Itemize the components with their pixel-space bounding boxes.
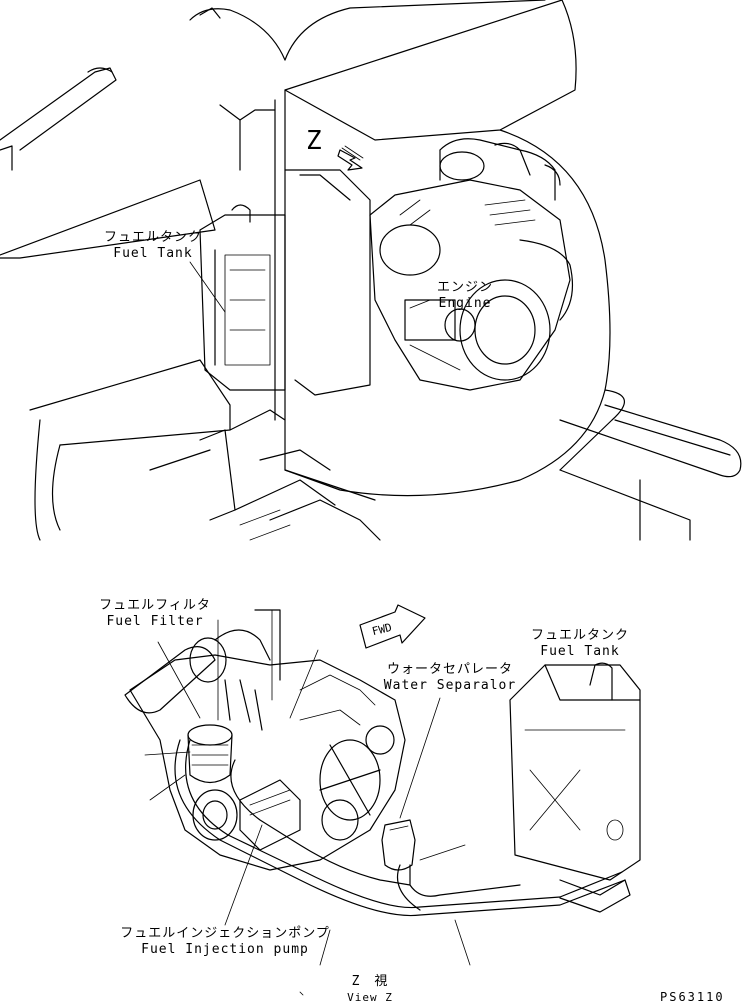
- leader-line-i: [299, 991, 304, 996]
- bottom-assembly-illustration: [124, 609, 641, 917]
- view-caption-en: View Z: [347, 991, 393, 1004]
- leader-water-separator: [399, 697, 441, 819]
- view-caption-jp: Z 視: [351, 974, 389, 989]
- leader-engine: [409, 299, 431, 309]
- leader-injection-pump: [224, 824, 263, 926]
- injection-pump-label-en: Fuel Injection pump: [141, 942, 309, 957]
- fuel-tank-top-label-jp: フュエルタンク: [103, 230, 202, 245]
- fwd-arrow-shape: [359, 604, 426, 649]
- water-separator-label-en: Water Separalor: [383, 678, 517, 693]
- leader-line-h: [319, 929, 331, 966]
- drawing-code: PS63110: [660, 990, 725, 1004]
- fuel-filter-label-jp: フュエルフィルタ: [99, 598, 211, 613]
- engine-label-en: Engine: [438, 296, 492, 311]
- leader-line-e: [149, 774, 186, 801]
- fuel-tank-bottom-label-jp: フュエルタンク: [530, 628, 629, 643]
- fuel-filter-label-en: Fuel Filter: [106, 614, 204, 629]
- z-marker-label: Z: [306, 126, 322, 156]
- fuel-tank-top-label-en: Fuel Tank: [113, 246, 193, 261]
- injection-pump-label-jp: フュエルインジェクションポンプ: [120, 926, 330, 941]
- leader-fuel-tank-top: [189, 261, 226, 313]
- leader-line-f: [419, 844, 466, 861]
- water-separator-label-jp: ウォータセパレータ: [386, 662, 513, 677]
- leader-line-g: [454, 919, 471, 966]
- top-assembly-illustration: [0, 0, 742, 541]
- leader-fuel-filter: [157, 641, 201, 719]
- view-z-arrow: [337, 145, 364, 171]
- leader-line-c: [289, 649, 319, 719]
- fuel-tank-bottom-label-en: Fuel Tank: [540, 644, 620, 659]
- engine-label-jp: エンジン: [436, 280, 493, 295]
- leader-line-d: [144, 751, 191, 756]
